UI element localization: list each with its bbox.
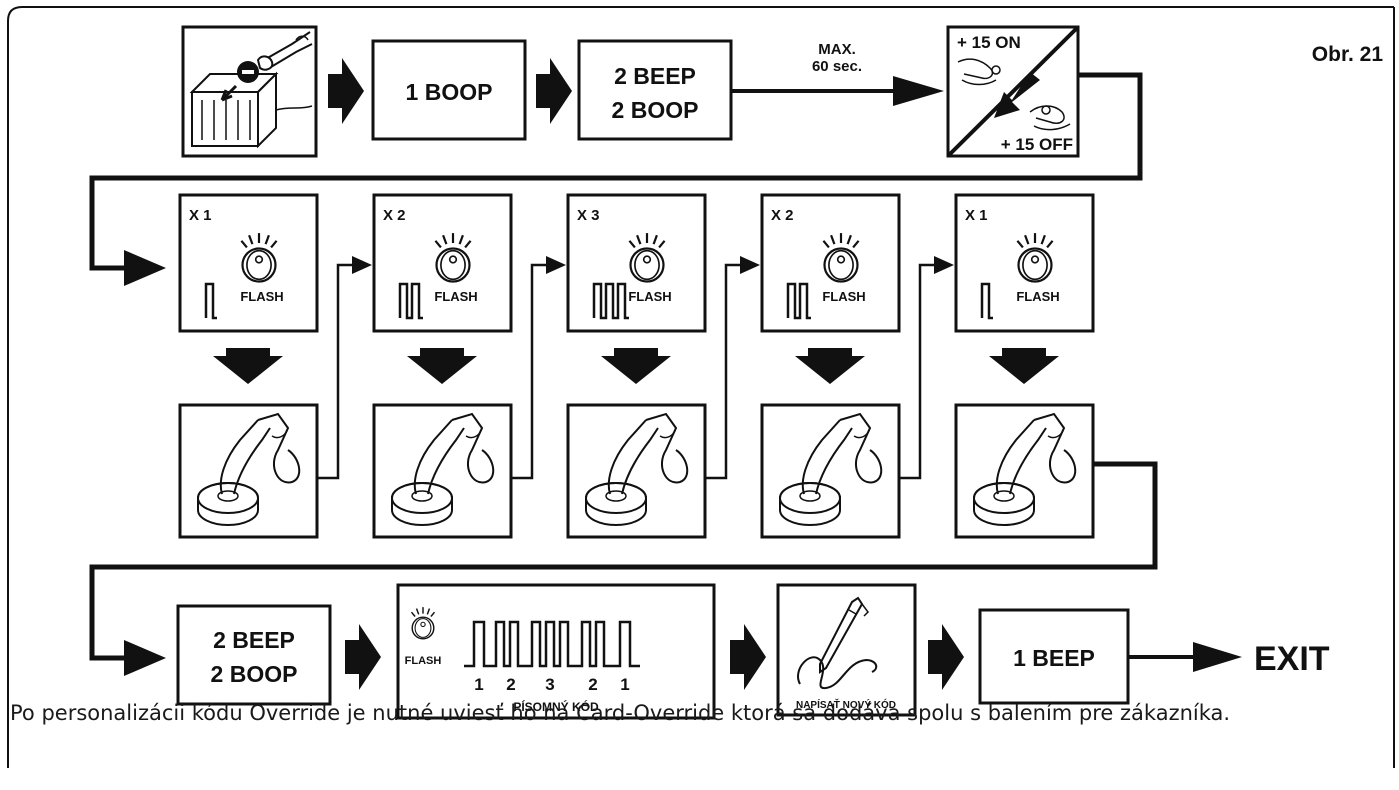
pulse-signal [204, 282, 217, 320]
figure-label: Obr. 21 [1312, 43, 1384, 66]
footnote-caption: Po personalizácii kódu Override je nutné… [10, 701, 1231, 725]
pulse-signal [786, 282, 811, 320]
arrow-down-icon [601, 348, 671, 384]
code-pulse-signal [464, 620, 640, 668]
written-code-caption: PÍSOMNÝ KÓD [513, 699, 599, 714]
boop-box [371, 39, 527, 141]
arrow-down-icon [213, 348, 283, 384]
flash-label: FLASH [1016, 289, 1059, 304]
flash-count-label: X 1 [189, 207, 212, 224]
code-digit: 1 [620, 675, 629, 694]
final-beep-box [978, 608, 1130, 705]
connector-line [705, 263, 744, 480]
flash-count-label: X 1 [965, 207, 988, 224]
pen-icon [819, 596, 869, 674]
flash-label: FLASH [405, 655, 442, 667]
minus-terminal-icon [220, 61, 259, 102]
battery-disconnect-box [181, 25, 318, 158]
arrow-right-icon [124, 250, 166, 286]
boop-label: 2 BOOP [612, 97, 699, 123]
arrow-down-icon [989, 348, 1059, 384]
ignition-on-label: + 15 ON [957, 33, 1021, 52]
beep-boop-box [176, 604, 332, 706]
flash-step-group: X 3 FLASH [566, 193, 760, 539]
timer-max-label: MAX. [818, 41, 856, 58]
code-digit: 2 [588, 675, 597, 694]
arrow-right-icon [546, 256, 566, 274]
arrow-down-icon [795, 348, 865, 384]
arrow-right-icon [893, 76, 944, 106]
final-beep-label: 1 BEEP [1013, 645, 1095, 671]
arrow-right-icon [352, 256, 372, 274]
arrow-right-icon [1193, 642, 1242, 672]
flash-label: FLASH [628, 289, 671, 304]
beep-boop-box [577, 39, 733, 141]
flash-count-label: X 2 [383, 207, 406, 224]
flash-step-group: X 2 FLASH [760, 193, 954, 539]
exit-label: EXIT [1254, 640, 1330, 678]
arrow-down-left-icon [994, 72, 1040, 118]
timer-seconds-label: 60 sec. [812, 58, 862, 75]
arrow-right-icon [328, 58, 364, 124]
arrow-right-icon [934, 256, 954, 274]
connector-line [317, 263, 356, 480]
flash-label: FLASH [434, 289, 477, 304]
boop-label: 1 BOOP [406, 79, 493, 105]
arrow-right-icon [536, 58, 572, 124]
arrow-right-icon [124, 640, 166, 676]
code-digit: 2 [506, 675, 515, 694]
arrow-right-icon [730, 624, 766, 690]
flash-count-label: X 2 [771, 207, 794, 224]
flash-step-group: X 1 FLASH [954, 193, 1095, 539]
connector-line [511, 263, 550, 480]
write-new-code-caption: NAPÍSAŤ NOVÝ KÓD [796, 698, 896, 711]
pulse-signal [398, 282, 423, 320]
written-code-box: FLASH 1 2 3 2 1 PÍSOMNÝ KÓD [396, 583, 716, 720]
figure-frame [7, 6, 1395, 768]
write-new-code-box: NAPÍSAŤ NOVÝ KÓD [776, 583, 917, 717]
boop-label: 2 BOOP [211, 661, 298, 687]
flash-label: FLASH [822, 289, 865, 304]
ignition-box: + 15 ON + 15 OFF [946, 25, 1080, 158]
arrow-down-icon [407, 348, 477, 384]
flash-step-group: X 1 FLASH [178, 193, 372, 539]
hand-with-key-icon [256, 31, 313, 71]
arrow-right-icon [740, 256, 760, 274]
flash-label: FLASH [240, 289, 283, 304]
code-digit: 1 [474, 675, 483, 694]
connector-line [89, 461, 1158, 661]
beep-label: 2 BEEP [614, 63, 696, 89]
arrow-right-icon [345, 624, 381, 690]
ignition-off-label: + 15 OFF [1001, 135, 1073, 154]
flash-count-label: X 3 [577, 207, 600, 224]
hand-key-off-icon [1029, 105, 1071, 131]
connector-line [899, 263, 938, 480]
signature-scribble [797, 656, 878, 690]
flash-step-group: X 2 FLASH [372, 193, 566, 539]
pulse-signal [980, 282, 993, 320]
pulse-signal [592, 282, 629, 320]
code-digit: 3 [545, 675, 554, 694]
beep-label: 2 BEEP [213, 627, 295, 653]
hand-key-on-icon [957, 58, 1001, 86]
connector-line [89, 72, 1143, 271]
arrow-right-icon [928, 624, 964, 690]
